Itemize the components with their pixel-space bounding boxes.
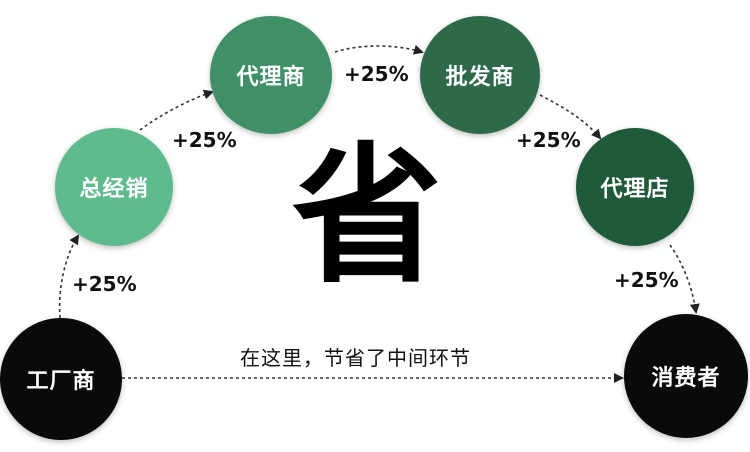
arrow-distributor-to-agent: [139, 89, 214, 131]
node-consumer: 消费者: [624, 314, 748, 438]
node-wholesaler-label: 批发商: [445, 65, 515, 90]
caption-text: 在这里，节省了中间环节: [240, 346, 471, 370]
center-character: 省: [292, 130, 443, 304]
node-factory-label: 工厂商: [26, 369, 96, 394]
arrow-wholesaler-to-store: [539, 94, 602, 140]
arrow-agent-to-wholesaler: [334, 44, 424, 55]
node-wholesaler: 批发商: [420, 16, 540, 134]
markup-label-2: +25%: [172, 128, 237, 152]
node-agent-store-label: 代理店: [600, 177, 670, 202]
node-consumer-label: 消费者: [651, 366, 721, 391]
node-agent-label: 代理商: [236, 65, 306, 90]
markup-label-4: +25%: [516, 128, 581, 152]
arrow-store-to-consumer: [669, 244, 700, 314]
markup-label-5: +25%: [614, 268, 679, 292]
node-general-distributor: 总经销: [55, 128, 173, 246]
arrow-factory-to-distributor: [58, 234, 80, 319]
markup-label-1: +25%: [72, 272, 137, 296]
node-factory: 工厂商: [0, 318, 122, 440]
node-general-distributor-label: 总经销: [79, 177, 149, 202]
markup-label-3: +25%: [344, 62, 409, 86]
node-agent-store: 代理店: [576, 128, 694, 246]
node-agent: 代理商: [210, 16, 332, 134]
